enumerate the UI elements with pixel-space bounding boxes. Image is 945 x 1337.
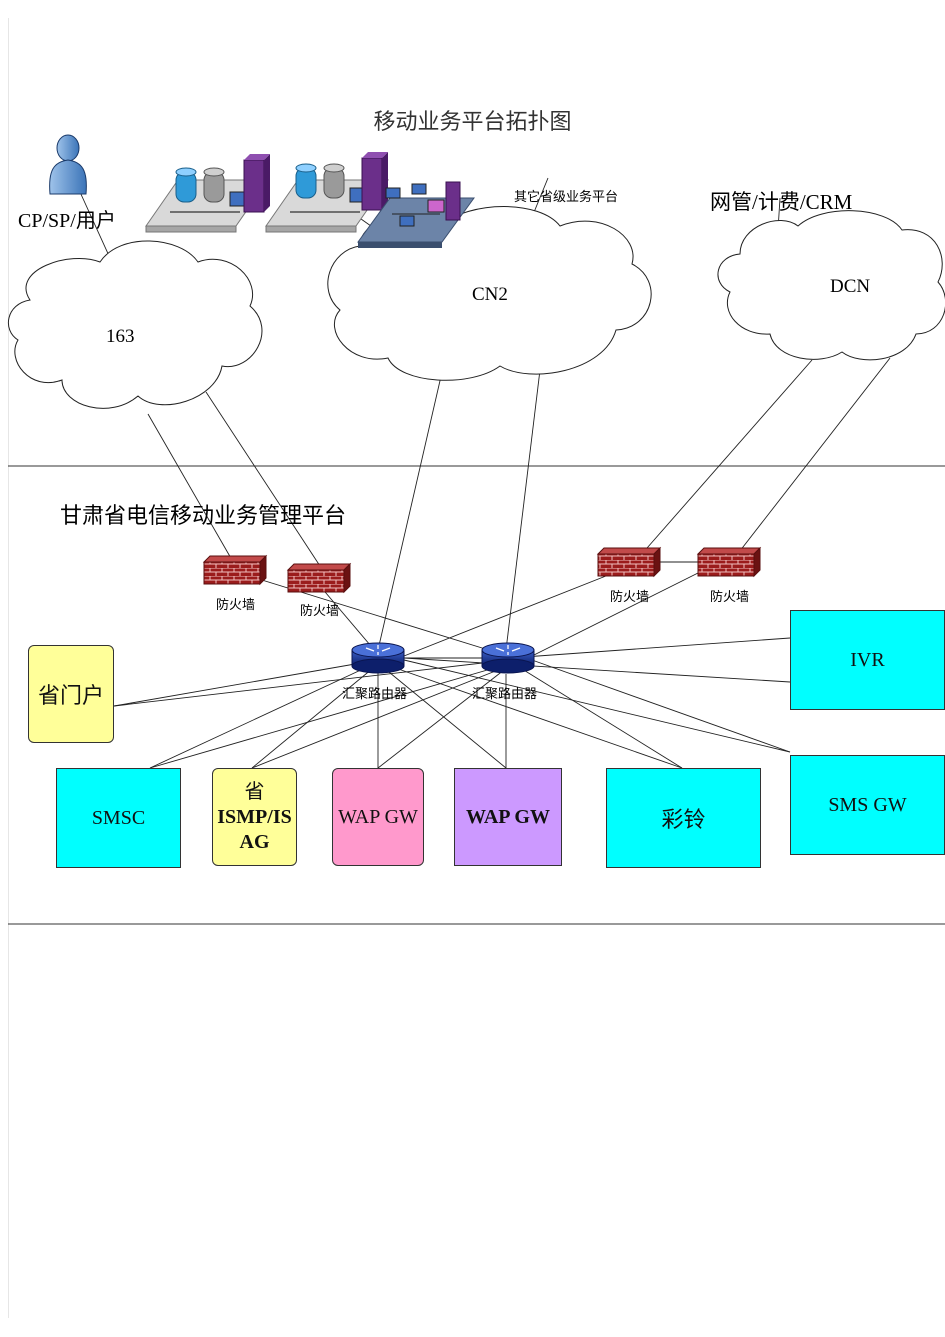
node-smsc: SMSC <box>56 768 181 868</box>
node-province-portal: 省门户 <box>28 645 114 743</box>
node-cailing-label: 彩铃 <box>661 807 706 832</box>
node-ismp-isag-line3: AG <box>239 830 270 853</box>
node-ivr-label: IVR <box>850 648 885 671</box>
node-cailing: 彩铃 <box>606 768 761 868</box>
page-left-edge <box>8 18 9 1318</box>
router-1-label: 汇聚路由器 <box>342 686 408 701</box>
router-1-icon <box>351 642 405 674</box>
user-icon <box>49 134 87 195</box>
node-ismp-isag-line1: 省 <box>244 780 265 803</box>
label-nms-billing: 网管/计费/CRM <box>710 190 853 214</box>
server-group-icon <box>145 152 475 248</box>
firewall-2-label: 防火墙 <box>300 603 340 618</box>
node-sms-gw: SMS GW <box>790 755 945 855</box>
node-wap-gw-2-label: WAP GW <box>466 805 550 828</box>
router-2-label: 汇聚路由器 <box>472 686 538 701</box>
cloud-dcn <box>717 210 945 361</box>
page-title: 移动业务平台拓扑图 <box>373 110 572 135</box>
section-title: 甘肃省电信移动业务管理平台 <box>60 504 347 529</box>
node-province-portal-label: 省门户 <box>37 683 104 708</box>
node-wap-gw-1-label: WAP GW <box>338 805 418 828</box>
node-sms-gw-label: SMS GW <box>828 793 907 816</box>
cloud-dcn-label: DCN <box>830 276 871 297</box>
firewall-1-label: 防火墙 <box>216 597 256 612</box>
node-ismp-isag: 省 ISMP/IS AG <box>212 768 297 866</box>
cloud-163-label: 163 <box>106 326 135 347</box>
firewall-2-icon <box>286 562 352 594</box>
cloud-163 <box>8 240 263 409</box>
cloud-cn2-label: CN2 <box>472 284 508 305</box>
firewall-3-icon <box>596 546 662 578</box>
label-cp-sp-user: CP/SP/用户 <box>18 210 116 232</box>
firewall-1-icon <box>202 554 268 586</box>
cloud-cn2 <box>327 206 652 381</box>
router-2-icon <box>481 642 535 674</box>
firewall-4-label: 防火墙 <box>710 589 750 604</box>
firewall-3-label: 防火墙 <box>610 589 650 604</box>
node-ivr: IVR <box>790 610 945 710</box>
node-smsc-label: SMSC <box>91 806 146 829</box>
node-ismp-isag-line2: ISMP/IS <box>217 805 292 828</box>
firewall-4-icon <box>696 546 762 578</box>
node-wap-gw-1: WAP GW <box>332 768 424 866</box>
label-other-platform: 其它省级业务平台 <box>514 189 619 204</box>
node-wap-gw-2: WAP GW <box>454 768 562 866</box>
